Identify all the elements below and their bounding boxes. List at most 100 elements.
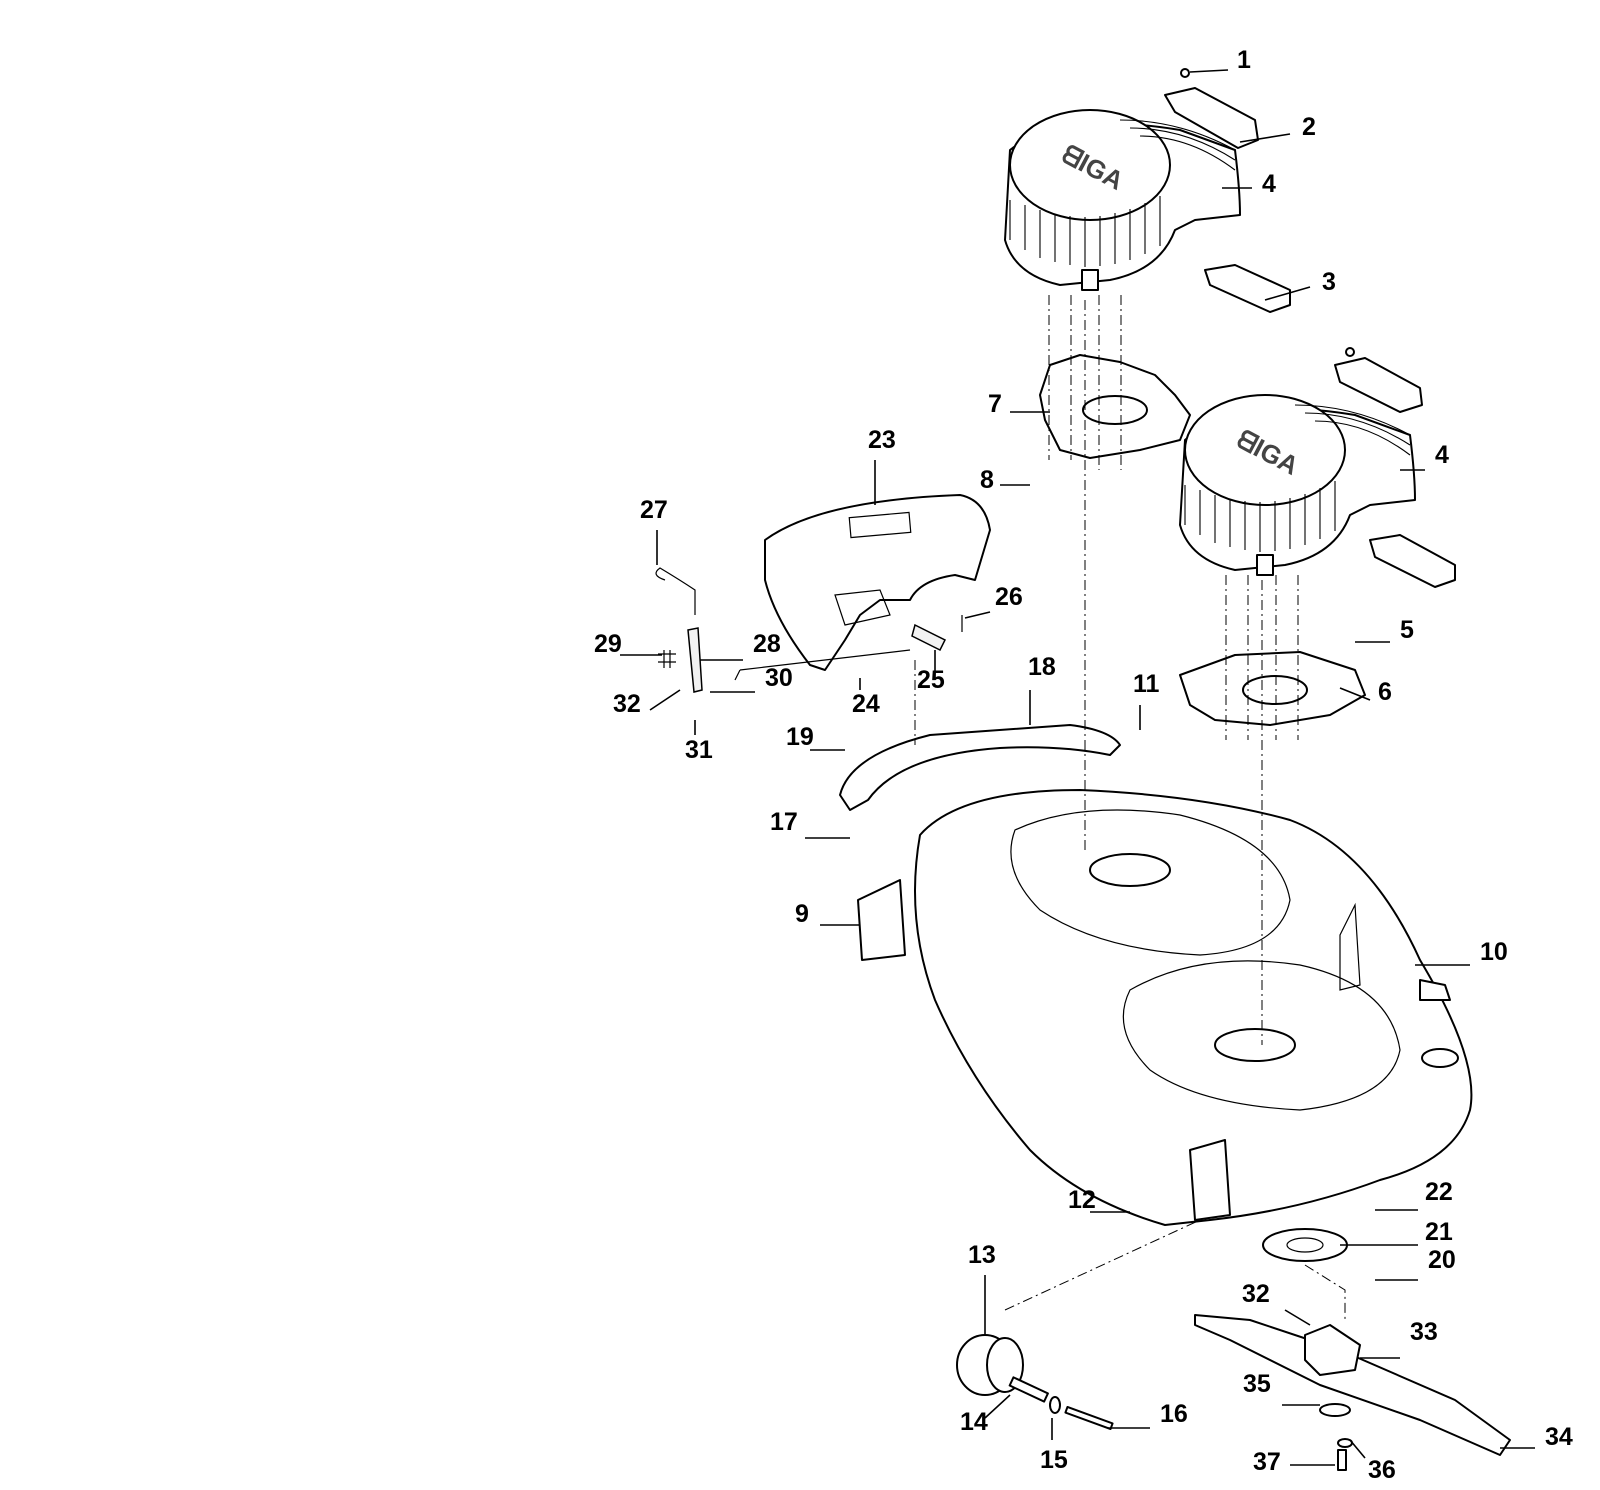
callout-c26: 26	[964, 583, 1023, 619]
bracket-parts	[1164, 68, 1456, 588]
callout-c1: 1	[1189, 46, 1251, 74]
deflector-cover	[764, 494, 991, 671]
callout-c21: 21	[1340, 1218, 1453, 1246]
callout-label: 29	[594, 630, 622, 658]
callout-label: 21	[1425, 1218, 1453, 1246]
callout-label: 6	[1378, 678, 1392, 706]
small-hardware	[655, 567, 963, 693]
callout-label: 36	[1368, 1456, 1396, 1484]
callout-c19: 19	[786, 723, 845, 751]
callout-c7: 7	[988, 390, 1050, 418]
callout-label: 32	[1242, 1280, 1270, 1308]
callout-label: 2	[1302, 113, 1316, 141]
cutting-deck	[857, 789, 1473, 1226]
callout-leader-line	[1264, 286, 1311, 301]
callout-c2: 2	[1239, 113, 1316, 143]
callout-label: 4	[1435, 441, 1449, 469]
callout-c10: 10	[1415, 938, 1508, 966]
callout-leader-line	[984, 1394, 1011, 1419]
callout-label: 32	[613, 690, 641, 718]
callout-leader-line	[964, 611, 991, 619]
callout-label: 28	[753, 630, 781, 658]
callout-label: 33	[1410, 1318, 1438, 1346]
motor-plates	[1039, 354, 1366, 726]
callout-c24: 24	[852, 678, 880, 718]
callout-label: 24	[852, 690, 880, 718]
callout-c12: 12	[1068, 1186, 1130, 1214]
callout-c9: 9	[795, 900, 860, 928]
callout-label: 34	[1545, 1423, 1573, 1451]
motor-cover-lower: ᗺIGA	[1179, 394, 1416, 576]
callout-c25: 25	[917, 650, 945, 694]
callout-label: 7	[988, 390, 1002, 418]
callout-label: 37	[1253, 1448, 1281, 1476]
callout-c29: 29	[594, 630, 662, 658]
callout-c11: 11	[1133, 670, 1160, 730]
callout-c37: 37	[1253, 1448, 1335, 1476]
callout-label: 10	[1480, 938, 1508, 966]
callout-c34: 34	[1500, 1423, 1573, 1451]
assembly-lines	[914, 295, 1346, 1320]
callout-leader-line	[1349, 1439, 1366, 1459]
callout-label: 18	[1028, 653, 1056, 681]
callout-label: 12	[1068, 1186, 1096, 1214]
callout-c22: 22	[1375, 1178, 1453, 1211]
callout-label: 19	[786, 723, 814, 751]
callout-leader-line	[1189, 69, 1229, 73]
callout-c13: 13	[968, 1241, 996, 1335]
callout-c16: 16	[1108, 1400, 1188, 1429]
callout-c27: 27	[640, 496, 668, 565]
callout-c28: 28	[700, 630, 781, 661]
callout-c18: 18	[1028, 653, 1056, 725]
callout-label: 13	[968, 1241, 996, 1269]
callout-label: 20	[1428, 1246, 1456, 1274]
callout-c15: 15	[1040, 1418, 1068, 1474]
callout-c14: 14	[960, 1394, 1011, 1436]
callout-label: 11	[1133, 670, 1160, 698]
callout-label: 17	[770, 808, 798, 836]
callout-label: 22	[1425, 1178, 1453, 1206]
callout-label: 31	[685, 736, 713, 764]
deflector-arm	[839, 724, 1121, 811]
callout-label: 8	[980, 466, 994, 494]
callout-label: 16	[1160, 1400, 1188, 1428]
callout-c4a: 4	[1222, 170, 1276, 198]
callout-c35: 35	[1243, 1370, 1320, 1406]
callout-label: 1	[1237, 46, 1251, 74]
callout-label: 4	[1262, 170, 1276, 198]
callout-label: 3	[1322, 268, 1336, 296]
callout-c33: 33	[1360, 1318, 1438, 1359]
callout-leader-line	[1339, 687, 1371, 701]
blade-assembly	[1194, 1228, 1511, 1471]
callout-leader-line	[649, 689, 681, 711]
callout-c20: 20	[1375, 1246, 1456, 1281]
callout-c3: 3	[1264, 268, 1336, 301]
callout-leader-line	[1239, 133, 1291, 143]
callout-c36: 36	[1349, 1439, 1396, 1484]
callout-c6: 6	[1339, 678, 1392, 706]
callout-label: 27	[640, 496, 668, 524]
callout-label: 26	[995, 583, 1023, 611]
callout-label: 25	[917, 666, 945, 694]
callout-label: 5	[1400, 616, 1414, 644]
callout-c30: 30	[710, 664, 793, 693]
callout-c5: 5	[1355, 616, 1414, 644]
callout-c23: 23	[868, 426, 896, 505]
callout-label: 35	[1243, 1370, 1271, 1398]
callout-c17: 17	[770, 808, 850, 839]
callout-c4b: 4	[1400, 441, 1449, 471]
wheel-assembly	[956, 1334, 1114, 1431]
callout-c32b: 32	[1242, 1280, 1311, 1326]
callout-c32a: 32	[613, 689, 681, 718]
callout-c31: 31	[685, 720, 713, 764]
motor-cover-upper: ᗺIGA	[1004, 109, 1241, 291]
callout-label: 23	[868, 426, 896, 454]
callout-leader-line	[1284, 1309, 1311, 1326]
callout-c8: 8	[980, 466, 1030, 494]
callout-label: 15	[1040, 1446, 1068, 1474]
callout-label: 30	[765, 664, 793, 692]
callout-label: 9	[795, 900, 809, 928]
callout-label: 14	[960, 1408, 988, 1436]
